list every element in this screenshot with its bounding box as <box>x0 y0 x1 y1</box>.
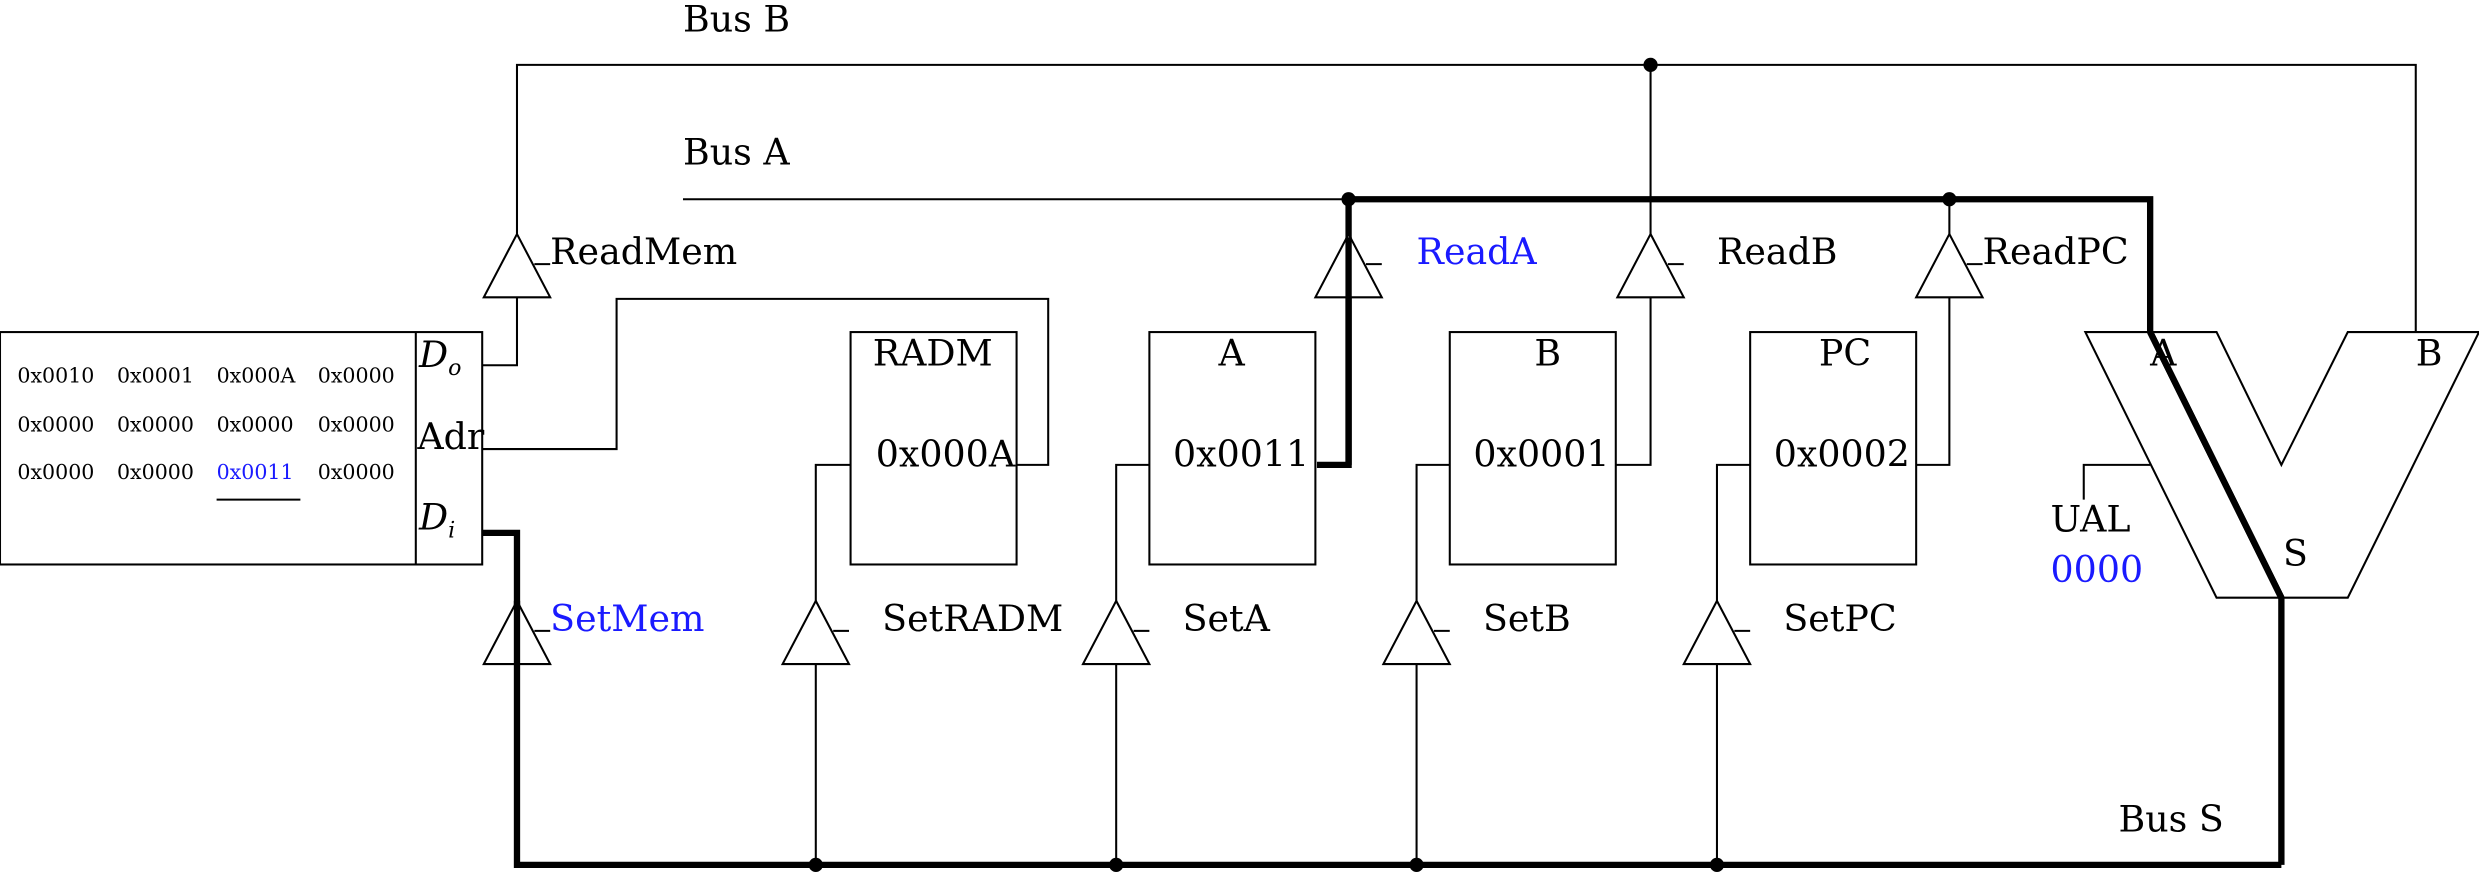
wire-b-out <box>1615 297 1652 466</box>
bus-s-wire <box>482 529 2282 869</box>
register-b: B 0x0001 <box>1448 331 1617 566</box>
gate-label: ReadA <box>1417 230 1538 273</box>
mem-cell: 0x0010 <box>17 364 94 388</box>
bus-b-wire <box>515 63 2417 333</box>
mem-cell: 0x0000 <box>318 364 395 388</box>
alu-input-b: B <box>2416 331 2443 374</box>
bus-b-label: Bus B <box>683 0 790 41</box>
gate-label: ReadMem <box>550 230 737 273</box>
gate-setb[interactable]: SetB <box>1381 597 1571 666</box>
gate-label: ReadB <box>1717 230 1838 273</box>
mem-cell: 0x0001 <box>117 364 194 388</box>
mem-cell: 0x0000 <box>318 413 395 437</box>
gate-label: SetB <box>1483 597 1571 640</box>
alu-input-a: A <box>2149 331 2177 374</box>
register-value: 0x0011 <box>1173 432 1309 475</box>
register-value: 0x0002 <box>1774 432 1910 475</box>
gate-readpc[interactable]: ReadPC <box>1914 230 2129 299</box>
register-name: A <box>1217 331 1245 374</box>
gate-label: SetPC <box>1783 597 1896 640</box>
mem-cell: 0x0000 <box>17 413 94 437</box>
alu-label: UAL <box>2051 497 2131 540</box>
port-data-out: Do <box>418 333 461 381</box>
wire-do <box>482 297 519 367</box>
wire-adr <box>482 297 1050 466</box>
memory-block: 0x0010 0x0001 0x000A 0x0000 0x0000 0x000… <box>0 331 485 566</box>
register-name: PC <box>1819 331 1871 374</box>
register-name: B <box>1534 331 1561 374</box>
wire-a-in <box>1115 463 1150 601</box>
memory-cells: 0x0010 0x0001 0x000A 0x0000 0x0000 0x000… <box>17 364 395 501</box>
alu-output: S <box>2283 532 2308 575</box>
register-value: 0x000A <box>876 432 1016 475</box>
wire-b-in <box>1415 463 1450 601</box>
port-address: Adr <box>416 415 485 458</box>
bus-a-label: Bus A <box>683 130 790 173</box>
mem-cell: 0x0000 <box>117 413 194 437</box>
alu-opcode[interactable]: 0000 <box>2051 548 2144 591</box>
gate-label: SetMem <box>550 597 704 640</box>
gate-setmem[interactable]: SetMem <box>482 597 705 666</box>
bus-b-junction <box>1643 57 1658 72</box>
mem-cell: 0x0000 <box>17 460 94 484</box>
bus-a-junction-a <box>1341 192 1356 207</box>
register-radm: RADM 0x000A <box>849 331 1018 566</box>
alu: A B S UAL 0000 <box>2051 330 2479 600</box>
gate-setradm[interactable]: SetRADM <box>780 597 1064 666</box>
gate-label: SetA <box>1183 597 1271 640</box>
register-pc: PC 0x0002 <box>1749 331 1918 566</box>
mem-cell-highlighted: 0x0011 <box>217 460 294 484</box>
wire-pc-in <box>1715 463 1751 601</box>
register-a: A 0x0011 <box>1148 331 1317 566</box>
wire-pc-out <box>1916 297 1951 466</box>
mem-cell: 0x0000 <box>217 413 294 437</box>
mem-cell: 0x0000 <box>117 460 194 484</box>
gate-setpc[interactable]: SetPC <box>1682 597 1897 666</box>
bus-s-label: Bus S <box>2119 798 2224 841</box>
mem-cell: 0x000A <box>217 364 297 388</box>
alu-control-wire <box>2082 463 2151 500</box>
gate-seta[interactable]: SetA <box>1081 597 1271 666</box>
gate-readb[interactable]: ReadB <box>1615 230 1838 299</box>
gate-label: ReadPC <box>1983 230 2129 273</box>
register-name: RADM <box>873 331 993 374</box>
wire-radm-in <box>814 463 851 601</box>
mem-cell: 0x0000 <box>318 460 395 484</box>
port-data-in: Di <box>418 496 455 544</box>
register-value: 0x0001 <box>1473 432 1609 475</box>
gate-label: SetRADM <box>882 597 1063 640</box>
gate-reada[interactable]: ReadA <box>1313 230 1538 465</box>
gate-readmem[interactable]: ReadMem <box>482 230 737 299</box>
